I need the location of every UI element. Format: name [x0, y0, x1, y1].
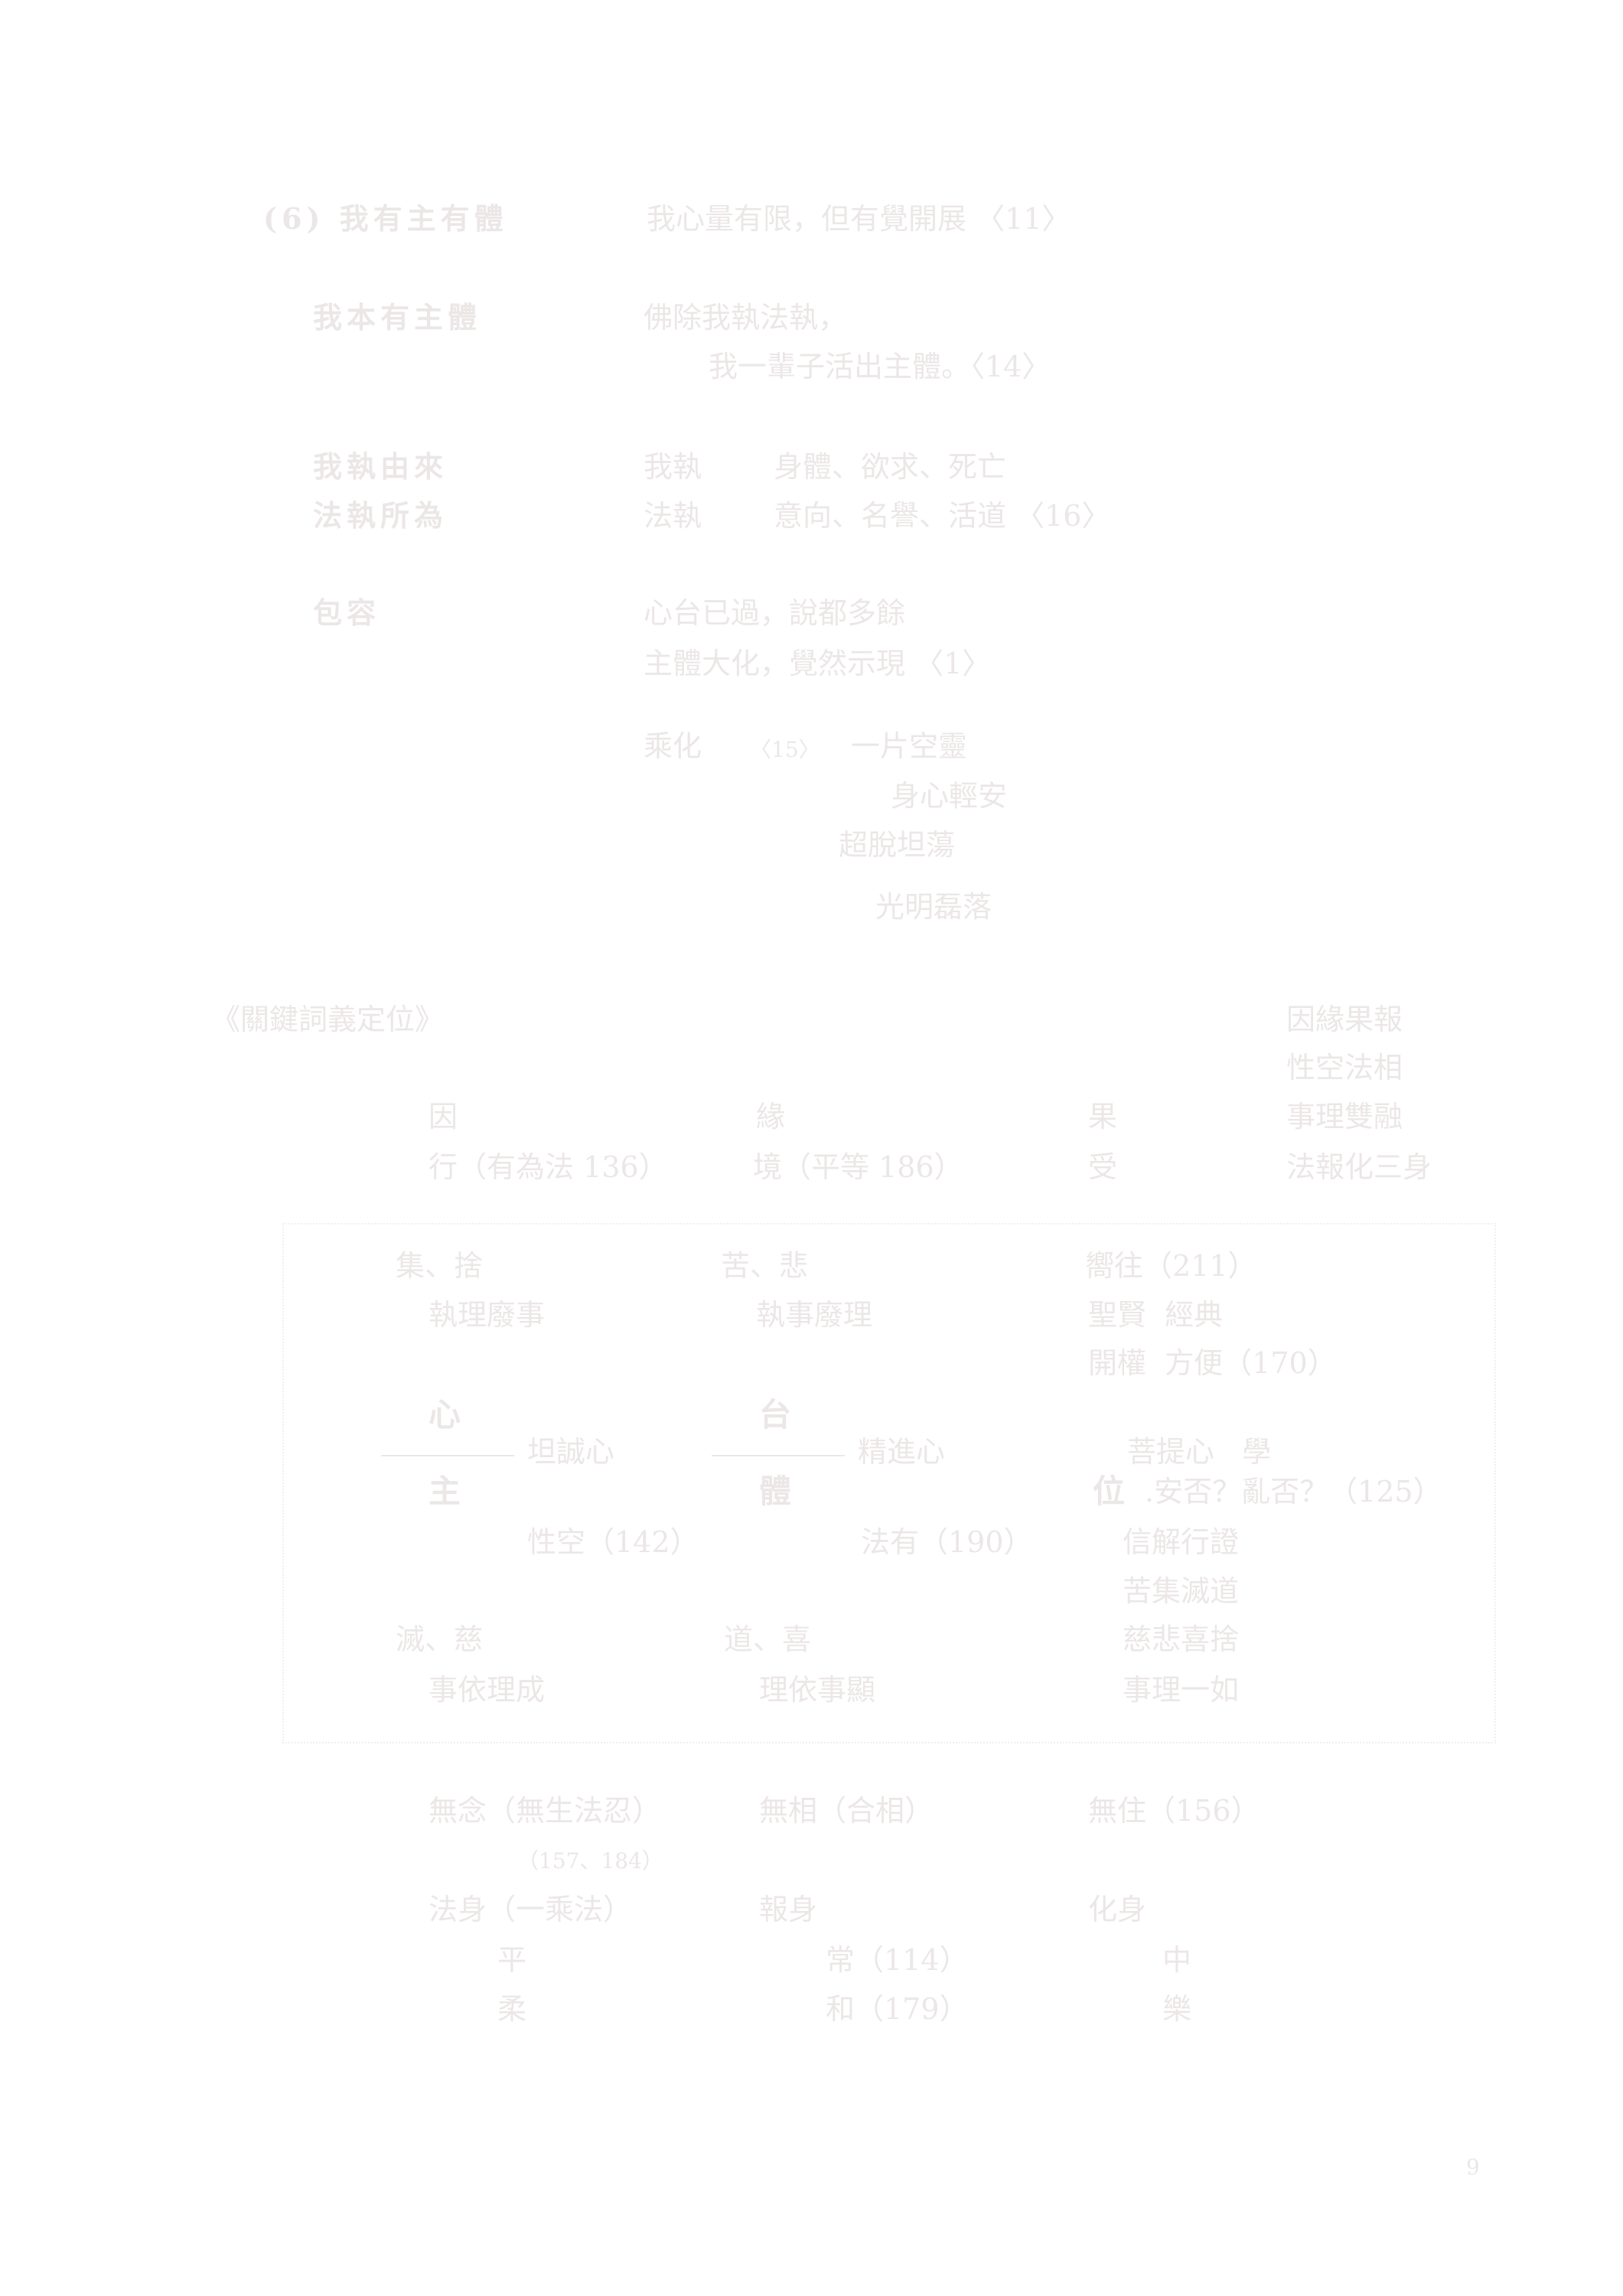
- section-heading: (6) 我有主有體: [263, 201, 508, 236]
- lower-cell: 常（114）: [826, 1943, 969, 1977]
- box-char: 台: [759, 1396, 792, 1433]
- box-cell: .安否？亂否？（125）: [1145, 1475, 1442, 1508]
- box-cell: 苦、悲: [721, 1249, 809, 1283]
- lower-cell: 平: [497, 1943, 527, 1977]
- side-term: 性空法相: [1286, 1051, 1403, 1084]
- lower-cell: 無念（無生法忍）: [429, 1794, 662, 1828]
- lower-cell: 和（179）: [826, 1992, 969, 2026]
- lower-cell: 化身: [1088, 1893, 1147, 1926]
- box-char: 心: [429, 1396, 461, 1433]
- box-cell: 聖賢 經典: [1088, 1298, 1224, 1332]
- box-cell: 法有（190）: [861, 1525, 1033, 1559]
- row-text: 我一輩子活出主體。〈14〉: [709, 350, 1051, 383]
- box-cell: 精進心: [858, 1435, 946, 1469]
- box-cell: 苦集滅道: [1123, 1574, 1240, 1608]
- lower-cell: 柔: [497, 1992, 527, 2026]
- divider-line: [712, 1455, 845, 1456]
- box-cell: 信解行證: [1123, 1525, 1240, 1559]
- column-subheader: 行（有為法 136）: [429, 1150, 668, 1184]
- side-term: 事理雙融: [1286, 1100, 1403, 1133]
- box-cell: 慈悲喜捨: [1123, 1623, 1240, 1656]
- box-cell: 事理一如: [1123, 1673, 1240, 1707]
- lower-cell: 無住（156）: [1088, 1794, 1260, 1828]
- row-label: 包容: [313, 595, 381, 630]
- chenghua-line: 光明磊落: [875, 890, 992, 924]
- page-number: 9: [1466, 2154, 1480, 2180]
- row-label: 我執由來: [313, 449, 448, 484]
- lower-note: （157、184）: [517, 1848, 663, 1874]
- side-term: 法報化三身: [1286, 1150, 1432, 1184]
- chenghua-ref: 〈15〉: [750, 737, 820, 762]
- row-desc: 意向、名譽、活道 〈16〉: [774, 499, 1111, 533]
- side-term: 因緣果報: [1286, 1003, 1403, 1036]
- keywords-box: [282, 1223, 1496, 1743]
- column-subheader: 受: [1088, 1150, 1118, 1184]
- divider-line: [381, 1455, 514, 1456]
- column-subheader: 境（平等 186）: [753, 1150, 963, 1184]
- box-cell: 嚮往（211）: [1085, 1249, 1257, 1283]
- box-cell: 滅、慈: [396, 1623, 484, 1656]
- row-term: 我執: [644, 450, 702, 484]
- box-cell: 坦誠心: [527, 1435, 615, 1469]
- box-cell: 執理廢事: [429, 1298, 546, 1332]
- chenghua-line: 身心輕安: [891, 779, 1008, 813]
- lower-cell: 樂: [1162, 1992, 1192, 2026]
- lower-cell: 無相（合相）: [759, 1794, 934, 1828]
- lower-cell: 報身: [759, 1893, 818, 1926]
- keywords-title: 《關鍵詞義定位》: [211, 1003, 445, 1036]
- box-char: 主: [429, 1473, 461, 1510]
- row-label: 我本有主體: [313, 300, 482, 334]
- chenghua-term: 乘化: [644, 729, 702, 763]
- row-text: 主體大化，覺然示現 〈1〉: [644, 647, 992, 680]
- box-cell: 集、捨: [396, 1249, 484, 1283]
- column-header: 因: [429, 1100, 458, 1133]
- row-term: 法執: [644, 499, 702, 533]
- box-char: 位: [1093, 1473, 1126, 1510]
- row-desc: 身體、欲求、死亡: [774, 450, 1007, 484]
- box-cell: 開權 方便（170）: [1088, 1346, 1337, 1380]
- column-header: 緣: [756, 1100, 786, 1133]
- box-cell: 執事廢理: [756, 1298, 873, 1332]
- box-cell: 菩提心 學: [1127, 1435, 1272, 1469]
- box-cell: 理依事顯: [759, 1673, 876, 1707]
- box-cell: 道、喜: [724, 1623, 812, 1656]
- row-label: 法執所為: [313, 498, 448, 533]
- row-text: 佛除我執法執，: [644, 301, 848, 334]
- box-cell: 性空（142）: [527, 1525, 699, 1559]
- box-cell: 事依理成: [429, 1673, 546, 1707]
- chenghua-line: 超脫坦蕩: [839, 828, 956, 862]
- column-header: 果: [1088, 1100, 1118, 1133]
- lower-cell: 中: [1162, 1943, 1192, 1977]
- row-text: 心台已過，說都多餘: [644, 596, 906, 630]
- box-char: 體: [759, 1473, 792, 1510]
- lower-cell: 法身（一乘法）: [429, 1893, 633, 1926]
- section-heading-text: 我心量有限，但有覺開展 〈11〉: [647, 202, 1071, 236]
- chenghua-line: 一片空靈: [851, 729, 968, 763]
